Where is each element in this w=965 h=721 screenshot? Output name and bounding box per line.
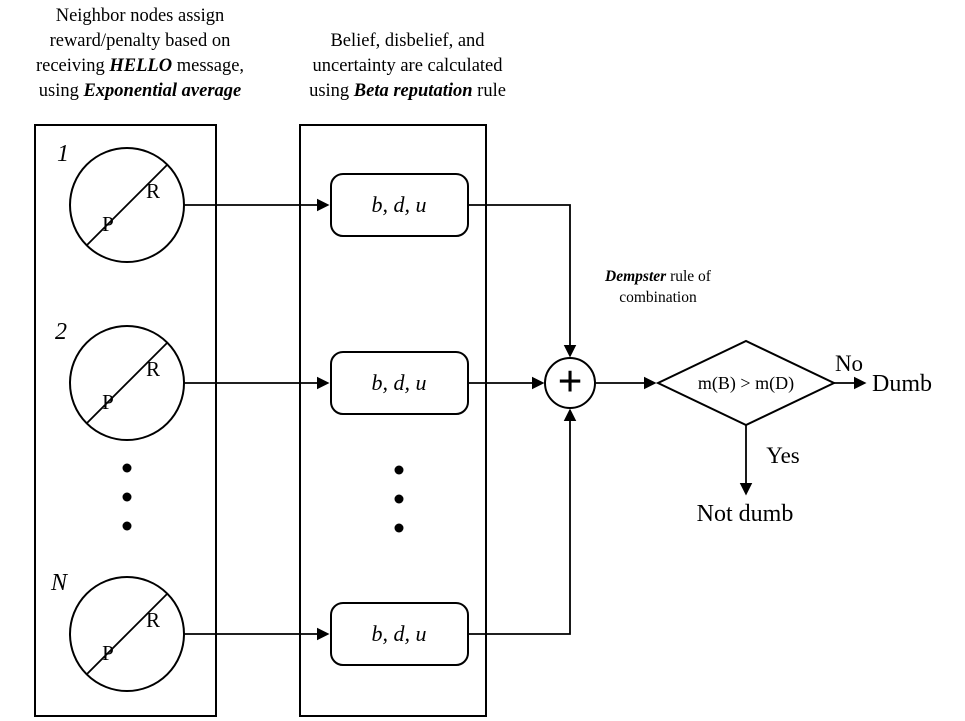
annotation-emphasis-hello: HELLO [109, 56, 173, 76]
annotation-line: reward/penalty based on [49, 31, 231, 51]
node-index-label: 2 [55, 319, 67, 345]
annotation-text: using [309, 81, 354, 101]
annotation-text: rule [472, 81, 506, 101]
not-dumb-result-label: Not dumb [697, 501, 794, 527]
annotation-line: Dempster rule of [577, 266, 739, 287]
arrow-bdun-to-combiner [468, 408, 577, 635]
annotation-emphasis-dempster: Dempster [605, 268, 667, 285]
annotation-text: message, [172, 56, 245, 76]
reward-label: R [146, 357, 160, 381]
plus-symbol: + [557, 357, 582, 406]
arrow-bdu1-to-combiner [468, 204, 577, 358]
ellipsis-dot [394, 523, 404, 533]
combiner-circle [544, 357, 596, 409]
annotation-line: using Exponential average [0, 79, 280, 104]
reward-label: R [146, 179, 160, 203]
bdu-label: b, d, u [372, 370, 427, 395]
bdu-label: b, d, u [372, 621, 427, 646]
bdu-label: b, d, u [372, 192, 427, 217]
annotation-beta-reputation: Belief, disbelief, and uncertainty are c… [290, 29, 525, 104]
annotation-text: rule of [666, 268, 711, 285]
node-index-label: N [50, 570, 69, 596]
annotation-text: using [38, 81, 84, 101]
annotation-line: using Beta reputation rule [290, 79, 525, 104]
annotation-text: receiving [35, 56, 110, 76]
annotation-line: receiving HELLO message, [0, 54, 280, 79]
ellipsis-dot [122, 463, 132, 473]
annotation-line: uncertainty are calculated [312, 56, 503, 76]
decision-condition-label: m(B) > m(D) [698, 373, 794, 394]
reward-label: R [146, 608, 160, 632]
annotation-reward-penalty: Neighbor nodes assign reward/penalty bas… [0, 4, 280, 104]
dumb-result-label: Dumb [872, 371, 932, 397]
annotation-emphasis-beta-reputation: Beta reputation [353, 81, 473, 101]
bdu-container-box [299, 124, 487, 717]
annotation-line: Neighbor nodes assign [55, 6, 225, 26]
penalty-label: P [102, 212, 114, 236]
annotation-line: combination [619, 289, 697, 306]
no-branch-label: No [835, 351, 863, 376]
ellipsis-dot [122, 521, 132, 531]
annotation-line: Belief, disbelief, and [330, 31, 485, 51]
penalty-label: P [102, 641, 114, 665]
yes-branch-label: Yes [766, 443, 800, 468]
ellipsis-dot [394, 465, 404, 475]
node-index-label: 1 [57, 141, 69, 167]
neighbor-node-n-divider [85, 592, 169, 676]
annotation-dempster-rule: Dempster rule of combination [577, 266, 739, 308]
ellipsis-dot [122, 492, 132, 502]
annotation-emphasis-exponential-average: Exponential average [83, 81, 242, 101]
neighbor-node-2-divider [85, 341, 169, 425]
neighbor-node-1-divider [85, 163, 169, 247]
ellipsis-dot [394, 494, 404, 504]
neighbor-nodes-container-box [34, 124, 217, 717]
penalty-label: P [102, 390, 114, 414]
